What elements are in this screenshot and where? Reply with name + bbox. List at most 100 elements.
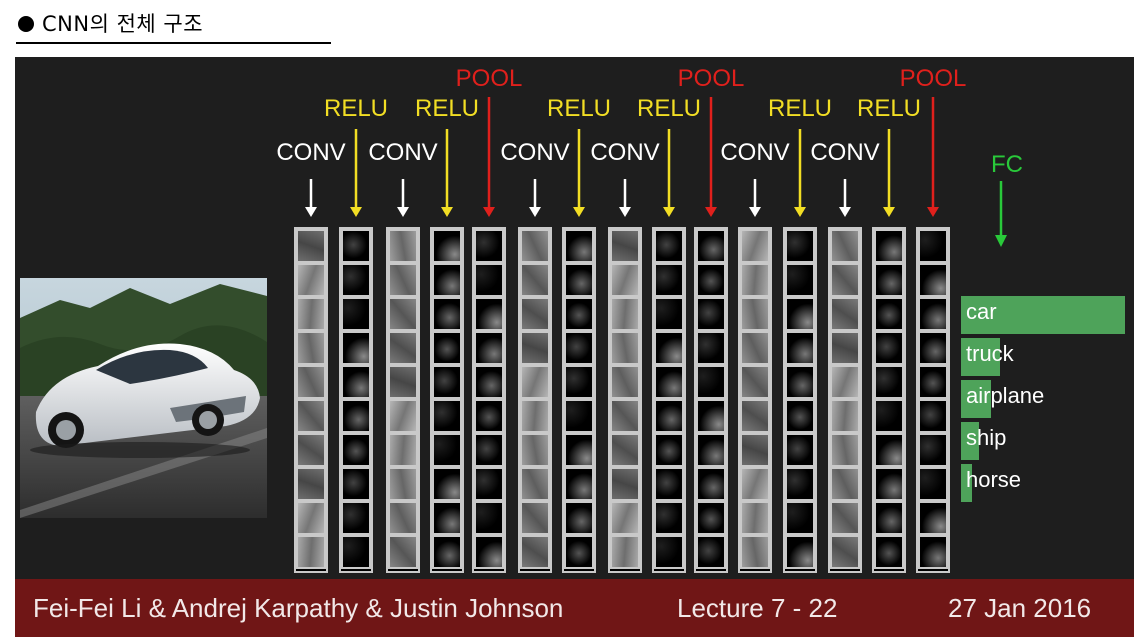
activation-map [341, 365, 371, 399]
activation-map [785, 535, 815, 569]
activation-map [341, 229, 371, 263]
layer-label-relu: RELU [546, 95, 612, 122]
activation-map [654, 399, 684, 433]
activation-map [918, 399, 948, 433]
activation-map [830, 297, 860, 331]
activation-map [564, 331, 594, 365]
activation-map [474, 399, 504, 433]
down-arrow-icon [397, 179, 409, 217]
activation-map [610, 297, 640, 331]
activation-map [696, 467, 726, 501]
activation-map [341, 297, 371, 331]
footer-date: 27 Jan 2016 [948, 593, 1092, 623]
layer-label-relu: RELU [323, 95, 389, 122]
down-arrow-icon [619, 179, 631, 217]
prediction-label: truck [966, 341, 1014, 366]
activation-map [432, 297, 462, 331]
down-arrow-icon [305, 179, 317, 217]
activation-map [432, 399, 462, 433]
down-arrow-icon [839, 179, 851, 217]
activation-map [740, 297, 770, 331]
activation-column [652, 227, 686, 573]
activation-map [874, 263, 904, 297]
activation-map [432, 467, 462, 501]
activation-map [874, 501, 904, 535]
activation-map [874, 331, 904, 365]
activation-map [296, 263, 326, 297]
activation-map [918, 297, 948, 331]
activation-map [696, 331, 726, 365]
activation-map [785, 229, 815, 263]
layer-label-conv: CONV [720, 139, 790, 166]
activation-map [830, 229, 860, 263]
activation-map [432, 535, 462, 569]
activation-map [474, 501, 504, 535]
activation-map [696, 501, 726, 535]
prediction-bar [961, 380, 991, 418]
activation-map [830, 467, 860, 501]
activation-map [785, 263, 815, 297]
activation-map [874, 467, 904, 501]
heading: CNN의 전체 구조 [18, 8, 203, 38]
fc-down-arrow-icon [995, 181, 1007, 247]
activation-map [388, 399, 418, 433]
layer-label-relu: RELU [414, 95, 480, 122]
activation-map [654, 501, 684, 535]
activation-map [740, 365, 770, 399]
activation-map [432, 229, 462, 263]
activation-map [654, 365, 684, 399]
activation-map [388, 467, 418, 501]
activation-map [654, 467, 684, 501]
activation-map [918, 263, 948, 297]
activation-column [430, 227, 464, 573]
car-photo [20, 278, 267, 518]
activation-map [388, 297, 418, 331]
activation-map [564, 229, 594, 263]
activation-map [696, 365, 726, 399]
down-arrow-icon [483, 97, 495, 217]
activation-map [341, 433, 371, 467]
activation-map [874, 535, 904, 569]
activation-map [740, 399, 770, 433]
activation-map [564, 399, 594, 433]
activation-map [474, 535, 504, 569]
footer-bar: Fei-Fei Li & Andrej Karpathy & Justin Jo… [15, 579, 1134, 637]
activation-map [785, 467, 815, 501]
layer-label-relu: RELU [856, 95, 922, 122]
activation-map [296, 297, 326, 331]
activation-map [520, 399, 550, 433]
activation-map [388, 501, 418, 535]
activation-map [474, 297, 504, 331]
activation-column [518, 227, 552, 573]
down-arrow-icon [749, 179, 761, 217]
activation-map [520, 229, 550, 263]
activation-map [696, 399, 726, 433]
activation-map [520, 467, 550, 501]
activation-map [296, 365, 326, 399]
heading-underline [16, 42, 331, 44]
activation-map [785, 399, 815, 433]
activation-map [564, 501, 594, 535]
prediction-label: ship [966, 425, 1007, 450]
activation-map [610, 501, 640, 535]
activation-map [918, 501, 948, 535]
layer-label-relu: RELU [767, 95, 833, 122]
activation-column [608, 227, 642, 573]
layer-label-pool: POOL [677, 65, 745, 92]
activation-map [654, 263, 684, 297]
activation-map [610, 535, 640, 569]
activation-map [654, 229, 684, 263]
activation-map [740, 535, 770, 569]
activation-map [610, 433, 640, 467]
fc-label: FC [991, 151, 1023, 178]
down-arrow-icon [529, 179, 541, 217]
activation-map [654, 331, 684, 365]
prediction-bar [961, 338, 1000, 376]
activation-map [785, 501, 815, 535]
activation-map [388, 263, 418, 297]
activation-map [296, 501, 326, 535]
activation-map [474, 263, 504, 297]
activation-map [696, 229, 726, 263]
down-arrow-icon [573, 129, 585, 217]
activation-map [830, 263, 860, 297]
